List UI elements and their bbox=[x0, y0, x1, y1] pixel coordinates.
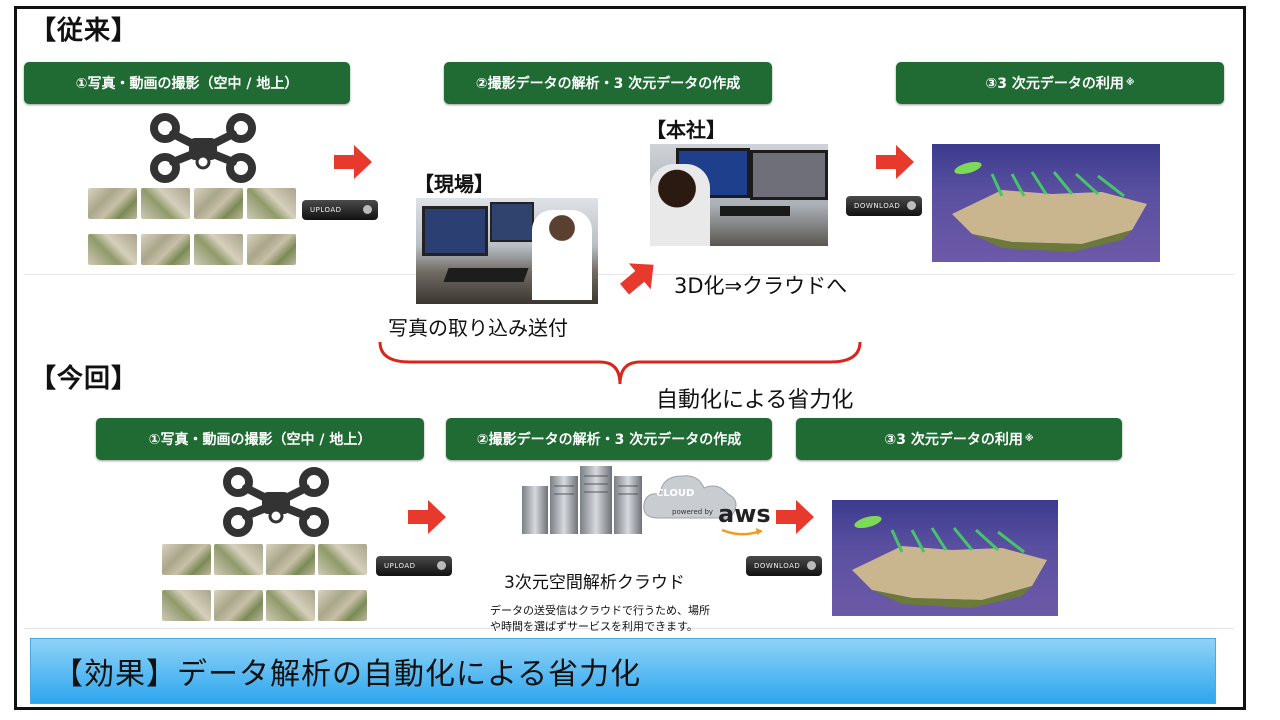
site-office-photo bbox=[416, 198, 598, 304]
download-chip: DOWNLOAD bbox=[846, 196, 922, 216]
aerial-photo bbox=[162, 544, 211, 575]
aerial-photo bbox=[318, 544, 367, 575]
cloud-note-line1: データの送受信はクラウドで行うため、場所 bbox=[490, 604, 710, 617]
merge-bracket bbox=[378, 341, 862, 385]
flow-arrow-icon bbox=[619, 263, 654, 295]
photo-import-label: 写真の取り込み送付 bbox=[388, 316, 568, 340]
effect-banner: 【効果】データ解析の自動化による省力化 bbox=[30, 638, 1216, 704]
cloud-note-line2: や時間を選ばずサービスを利用できます。 bbox=[490, 620, 698, 633]
cloud-service-label: 3次元空間解析クラウド bbox=[504, 573, 685, 593]
automation-label: 自動化による省力化 bbox=[656, 388, 854, 413]
chip-knob bbox=[437, 561, 446, 570]
step-analysis: ②撮影データの解析・3 次元データの作成 bbox=[444, 62, 772, 104]
aerial-photo bbox=[247, 188, 296, 219]
aerial-photo bbox=[141, 188, 190, 219]
upload-chip: UPLOAD bbox=[302, 200, 378, 220]
aerial-photo bbox=[247, 234, 296, 265]
step-analysis-label: ②撮影データの解析・3 次元データの作成 bbox=[475, 76, 741, 92]
download-chip-label: DOWNLOAD bbox=[754, 562, 801, 570]
step-capture-label: ①写真・動画の撮影（空中 / 地上） bbox=[148, 432, 372, 448]
terrain-model-icon bbox=[852, 515, 1047, 608]
3d-model-render bbox=[932, 144, 1160, 262]
aerial-photo bbox=[162, 590, 211, 621]
upload-chip: UPLOAD bbox=[376, 556, 452, 576]
download-chip: DOWNLOAD bbox=[746, 556, 822, 576]
step-capture: ①写真・動画の撮影（空中 / 地上） bbox=[96, 418, 424, 460]
aws-logo: aws bbox=[718, 500, 771, 528]
hq-office-photo bbox=[650, 144, 828, 246]
aerial-photo bbox=[266, 544, 315, 575]
upload-chip-label: UPLOAD bbox=[310, 206, 342, 214]
aerial-photo bbox=[214, 544, 263, 575]
step-use: ③3 次元データの利用※ bbox=[796, 418, 1122, 460]
step-use-mark: ※ bbox=[1125, 78, 1135, 88]
aerial-photo bbox=[194, 234, 243, 265]
upload-chip-label: UPLOAD bbox=[384, 562, 416, 570]
diagram-frame bbox=[14, 6, 1246, 710]
aws-smile-icon bbox=[721, 528, 763, 536]
step-capture: ①写真・動画の撮影（空中 / 地上） bbox=[24, 62, 350, 104]
row-divider bbox=[24, 274, 1234, 275]
chip-knob bbox=[807, 561, 816, 570]
cloud-word: CLOUD bbox=[656, 488, 695, 499]
aerial-photo bbox=[141, 234, 190, 265]
flow-arrow-icon bbox=[776, 500, 814, 534]
step-use-label: ③3 次元データの利用 bbox=[884, 432, 1023, 448]
terrain-model-icon bbox=[952, 161, 1147, 252]
step-analysis-label: ②撮影データの解析・3 次元データの作成 bbox=[476, 432, 742, 448]
download-chip-label: DOWNLOAD bbox=[854, 202, 901, 210]
step-use-mark: ※ bbox=[1024, 434, 1034, 444]
step-capture-label: ①写真・動画の撮影（空中 / 地上） bbox=[75, 76, 299, 92]
3d-model-render bbox=[832, 500, 1058, 616]
aerial-photo bbox=[88, 234, 137, 265]
row-divider bbox=[24, 628, 1234, 629]
step-analysis: ②撮影データの解析・3 次元データの作成 bbox=[446, 418, 772, 460]
to-cloud-label: 3D化⇒クラウドへ bbox=[674, 274, 848, 298]
chip-knob bbox=[363, 205, 372, 214]
powered-by-label: powered by bbox=[672, 508, 714, 516]
aerial-photo bbox=[194, 188, 243, 219]
flow-arrow-icon bbox=[334, 145, 372, 179]
site-label: 【現場】 bbox=[414, 172, 494, 196]
current-title: 【今回】 bbox=[30, 364, 139, 394]
aerial-photo bbox=[88, 188, 137, 219]
aerial-photo bbox=[214, 590, 263, 621]
hq-label: 【本社】 bbox=[646, 118, 726, 142]
drone-icon bbox=[223, 467, 329, 537]
aerial-photo bbox=[318, 590, 367, 621]
cloud-icon bbox=[643, 475, 737, 519]
server-cluster-icon bbox=[522, 466, 642, 534]
step-use: ③3 次元データの利用※ bbox=[896, 62, 1224, 104]
chip-knob bbox=[907, 201, 916, 210]
flow-arrow-icon bbox=[408, 500, 446, 534]
flow-arrow-icon bbox=[876, 145, 914, 179]
aerial-photo bbox=[266, 590, 315, 621]
effect-banner-text: 【効果】データ解析の自動化による省力化 bbox=[53, 657, 642, 692]
conventional-title: 【従来】 bbox=[30, 16, 139, 46]
drone-icon bbox=[150, 113, 256, 183]
step-use-label: ③3 次元データの利用 bbox=[985, 76, 1124, 92]
